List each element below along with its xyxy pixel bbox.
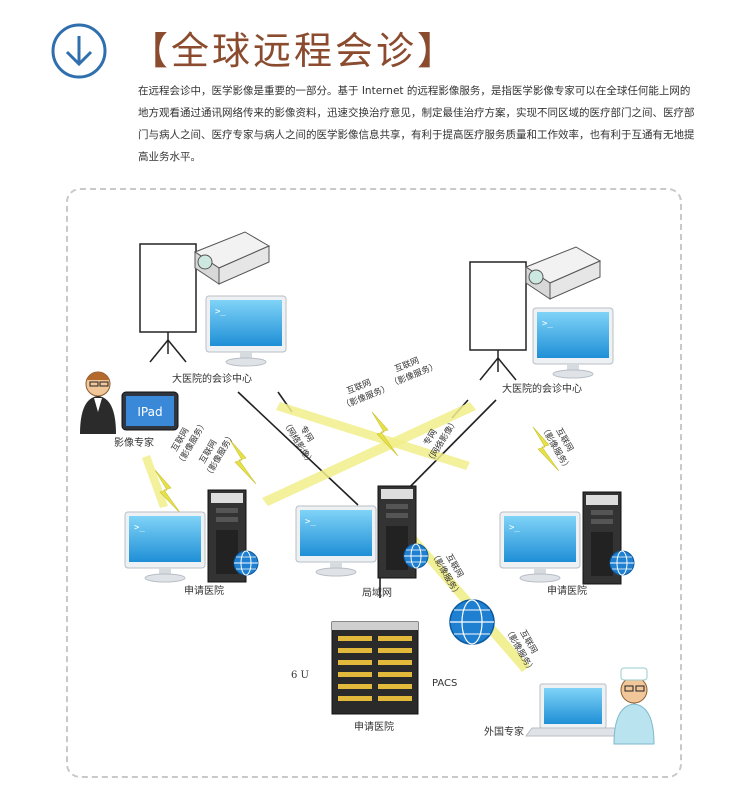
globe-icon — [609, 550, 635, 576]
intro-paragraph: 在远程会诊中，医学影像是重要的一部分。基于 Internet 的远程影像服务，是… — [138, 85, 695, 163]
consult-center-right-label: 大医院的会诊中心 — [502, 382, 582, 395]
link-label-center-mid: 互联网 （影像服务） — [340, 378, 391, 412]
doctor-avatar-icon — [80, 371, 116, 434]
foreign-expert-label: 外国专家 — [484, 725, 524, 738]
foreign-expert-avatar-icon — [613, 667, 655, 745]
internet-globe-icon — [449, 599, 495, 645]
link-label-center-top: 互联网 （影像服务） — [388, 356, 439, 390]
monitor-icon — [532, 307, 614, 379]
monitor-icon — [295, 505, 377, 577]
ipad-label: IPad — [137, 405, 162, 419]
projection-screen-icon — [469, 261, 527, 381]
monitor-icon — [499, 511, 581, 583]
projector-icon — [194, 231, 270, 285]
imaging-expert-label: 影像专家 — [114, 436, 154, 449]
download-circle-icon — [51, 23, 107, 79]
ipad-icon: IPad — [121, 391, 179, 431]
rack-units-label: 6 U — [291, 670, 309, 681]
laptop-icon — [525, 683, 621, 737]
link-label-lan-globe: 互联网 （影像服务） — [428, 549, 465, 599]
hospital-right-label: 申请医院 — [547, 584, 587, 597]
globe-icon — [403, 543, 429, 569]
consult-center-left-label: 大医院的会诊中心 — [172, 372, 252, 385]
hospital-bottom-label: 申请医院 — [354, 720, 394, 733]
lightning-bolt-icon — [229, 439, 257, 485]
network-imaging-text: （网络影像） — [280, 418, 316, 467]
projection-screen-icon — [139, 243, 197, 363]
page-title: 【全球远程会诊】 — [130, 29, 459, 73]
hospital-left-label: 申请医院 — [184, 584, 224, 597]
pacs-label: PACS — [432, 678, 457, 689]
server-rack-icon — [331, 621, 419, 715]
internet-beams — [142, 402, 530, 672]
diagram-frame — [66, 188, 682, 778]
monitor-icon — [124, 511, 206, 583]
projector-icon — [525, 246, 601, 300]
lan-label: 局域网 — [362, 586, 392, 599]
monitor-icon — [205, 295, 287, 367]
globe-icon — [233, 550, 259, 576]
